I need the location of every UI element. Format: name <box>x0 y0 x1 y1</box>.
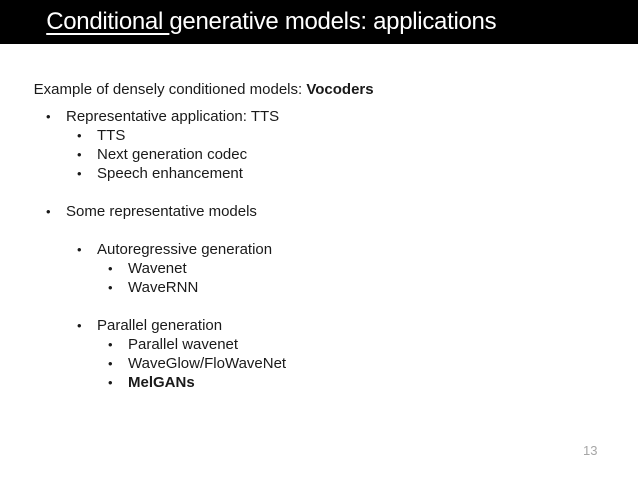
slide-subtitle: Example of densely conditioned models: V… <box>17 61 374 118</box>
page-number: 13 <box>583 443 598 458</box>
list-item: • MelGANs <box>0 373 638 392</box>
bullet-icon: • <box>108 280 113 295</box>
subtitle-prefix: Example of densely conditioned models: <box>33 81 307 98</box>
list-item-label: Parallel generation <box>97 317 223 334</box>
list-item: • TTS <box>0 126 638 145</box>
page-title-underlined-word: Conditional <box>46 8 170 35</box>
page-title-rest: generative models: applications <box>169 8 497 35</box>
bullet-icon: • <box>77 242 82 257</box>
bullet-icon: • <box>77 128 82 143</box>
page-title: Conditional generative models: applicati… <box>8 0 496 64</box>
list-item: • Representative application: TTS <box>0 107 638 126</box>
bullet-icon: • <box>46 109 51 124</box>
bullet-icon: • <box>108 356 113 371</box>
list-item: • Next generation codec <box>0 145 638 164</box>
list-item: • Parallel generation <box>0 316 638 335</box>
list-item: • WaveGlow/FloWaveNet <box>0 354 638 373</box>
bullet-icon: • <box>77 147 82 162</box>
list-item-label: Next generation codec <box>97 146 248 163</box>
bullet-icon: • <box>77 166 82 181</box>
list-item-label: Wavenet <box>128 260 187 277</box>
list-item-label: WaveGlow/FloWaveNet <box>128 355 287 372</box>
list-item-label: WaveRNN <box>128 279 199 296</box>
list-item: • WaveRNN <box>0 278 638 297</box>
list-item-label: Some representative models <box>66 203 257 220</box>
list-item-label: Representative application: TTS <box>66 108 280 125</box>
list-item-label: Speech enhancement <box>97 165 243 182</box>
list-item: • Speech enhancement <box>0 164 638 183</box>
list-item: • Autoregressive generation <box>0 240 638 259</box>
bullet-icon: • <box>108 375 113 390</box>
subtitle-emphasis: Vocoders <box>306 81 374 98</box>
bullet-icon: • <box>108 261 113 276</box>
bullet-icon: • <box>46 204 51 219</box>
bullet-icon: • <box>108 337 113 352</box>
bullet-icon: • <box>77 318 82 333</box>
slide-header-bar: Conditional generative models: applicati… <box>0 0 638 47</box>
list-item: • Parallel wavenet <box>0 335 638 354</box>
list-item-label: Autoregressive generation <box>97 241 273 258</box>
list-item: • Some representative models <box>0 202 638 221</box>
list-item-label: TTS <box>97 127 126 144</box>
bullet-list: • Representative application: TTS • TTS … <box>0 107 638 392</box>
list-item-label: MelGANs <box>128 374 195 391</box>
list-item-label: Parallel wavenet <box>128 336 239 353</box>
list-item: • Wavenet <box>0 259 638 278</box>
